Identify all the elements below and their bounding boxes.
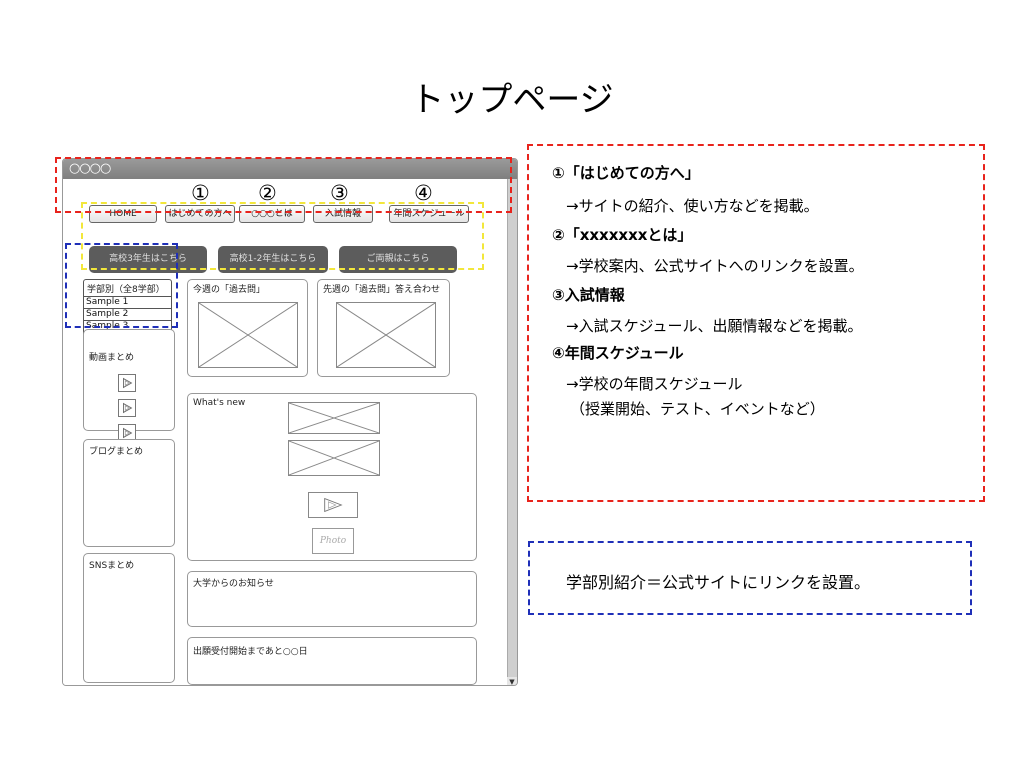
video-summary-title: 動画まとめ [89,353,135,363]
faculty-item[interactable]: Sample 2 [84,308,171,320]
nav-home-button[interactable]: HOME [89,205,157,223]
blue-panel-text: 学部別紹介＝公式サイトにリンクを設置。 [566,573,871,592]
browser-window: ○○○○ HOME はじめての方へ ○○○とは 入試情報 年間スケジュール 高校… [62,158,518,686]
faculty-item[interactable]: Sample 1 [84,296,171,308]
grade3-button[interactable]: 高校3年生はこちら [89,246,207,273]
last-week-exam-box: 先週の「過去問」答え合わせ [317,279,450,377]
grade1-2-button[interactable]: 高校1-2年生はこちら [218,246,328,273]
red-panel-line: ③入試情報 [552,286,625,304]
faculty-title: 学部別（全8学部） [87,285,165,295]
image-placeholder [288,440,380,476]
nav-schedule-button[interactable]: 年間スケジュール [389,205,469,223]
whats-new-title: What's new [193,398,246,408]
blog-summary-box: ブログまとめ [83,439,175,547]
this-week-exam-title: 今週の「過去問」 [193,285,266,295]
slide-title: トップページ [410,80,614,120]
sns-summary-title: SNSまとめ [89,561,135,571]
red-panel-line: →入試スケジュール、出願情報などを掲載。 [566,317,863,335]
red-panel-line: ④年間スケジュール [552,344,684,362]
sns-summary-box: SNSまとめ [83,553,175,683]
play-icon[interactable] [118,374,136,392]
nav-about-button[interactable]: ○○○とは [239,205,305,223]
marker-4: ④ [414,181,433,205]
scroll-down-icon[interactable]: ▼ [507,677,517,685]
whats-new-box: What's new Photo [187,393,477,561]
last-week-exam-title: 先週の「過去問」答え合わせ [323,285,441,295]
this-week-exam-box: 今週の「過去問」 [187,279,308,377]
nav-first-time-button[interactable]: はじめての方へ [165,205,235,223]
image-placeholder [198,302,298,368]
marker-1: ① [191,181,210,205]
red-panel-line: →学校案内、公式サイトへのリンクを設置。 [566,257,864,275]
browser-title-bar: ○○○○ [63,159,517,179]
university-news-box: 大学からのお知らせ [187,571,477,627]
blog-summary-title: ブログまとめ [89,447,144,457]
play-icon[interactable] [118,399,136,417]
university-news-title: 大学からのお知らせ [193,579,274,589]
red-panel-line: ②「xxxxxxxとは」 [552,226,693,244]
nav-admission-button[interactable]: 入試情報 [313,205,373,223]
image-placeholder [288,402,380,434]
photo-placeholder: Photo [312,528,354,554]
video-thumbnail-icon[interactable] [308,492,358,518]
red-panel-line: →学校の年間スケジュール [566,375,743,393]
parents-button[interactable]: ご両親はこちら [339,246,457,273]
application-countdown-text: 出願受付開始まであと○○日 [193,647,308,657]
red-panel-line: ①「はじめての方へ」 [552,164,700,182]
marker-2: ② [258,181,277,205]
browser-content: HOME はじめての方へ ○○○とは 入試情報 年間スケジュール 高校3年生はこ… [63,179,509,685]
application-countdown-box: 出願受付開始まであと○○日 [187,637,477,685]
marker-3: ③ [330,181,349,205]
red-panel-line: （授業開始、テスト、イベントなど） [570,400,825,418]
red-panel-line: →サイトの紹介、使い方などを掲載。 [566,197,819,215]
video-summary-box: 動画まとめ [83,329,175,442]
scrollbar[interactable]: ▼ [507,179,517,685]
site-name: ○○○○ [69,161,111,176]
image-placeholder [336,302,436,368]
